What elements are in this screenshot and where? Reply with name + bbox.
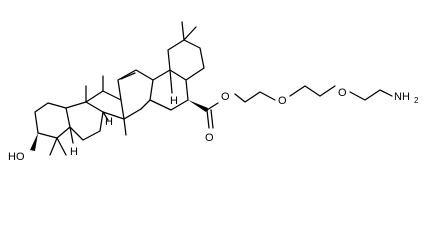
amine-subscript: 2: [414, 96, 419, 105]
h-label-ring-c: H: [105, 116, 113, 128]
ester-wedge: [188, 100, 208, 112]
ether-oxygen-2-label: O: [338, 87, 347, 99]
ester-group: [206, 102, 219, 129]
carbonyl-oxygen-label: O: [205, 132, 214, 144]
ring-f: [167, 21, 205, 81]
ether-oxygen-1-label: O: [278, 95, 287, 107]
ring-e: [149, 69, 189, 111]
stereo-hydrogens: [69, 69, 173, 144]
ring-b: [65, 101, 104, 141]
h-label-ring-ab: H: [70, 146, 78, 158]
hydroxyl-label: HO: [8, 151, 25, 163]
peg-linker-chain: [234, 85, 393, 103]
structure-canvas: HO H H H O O O O NH 2: [8, 21, 419, 163]
ring-a: [34, 102, 71, 139]
ring-c: [85, 90, 142, 120]
h-label-ring-de: H: [170, 95, 178, 107]
chemical-structure-diagram: HO H H H O O O O NH 2: [8, 21, 419, 163]
hydroxyl-bond: [30, 133, 38, 151]
ring-d: [117, 69, 154, 110]
c4-gem-dimethyl: [49, 137, 67, 156]
angular-methyls: [85, 75, 127, 136]
amine-label: NH: [394, 91, 410, 103]
ester-oxygen-label: O: [221, 91, 230, 103]
